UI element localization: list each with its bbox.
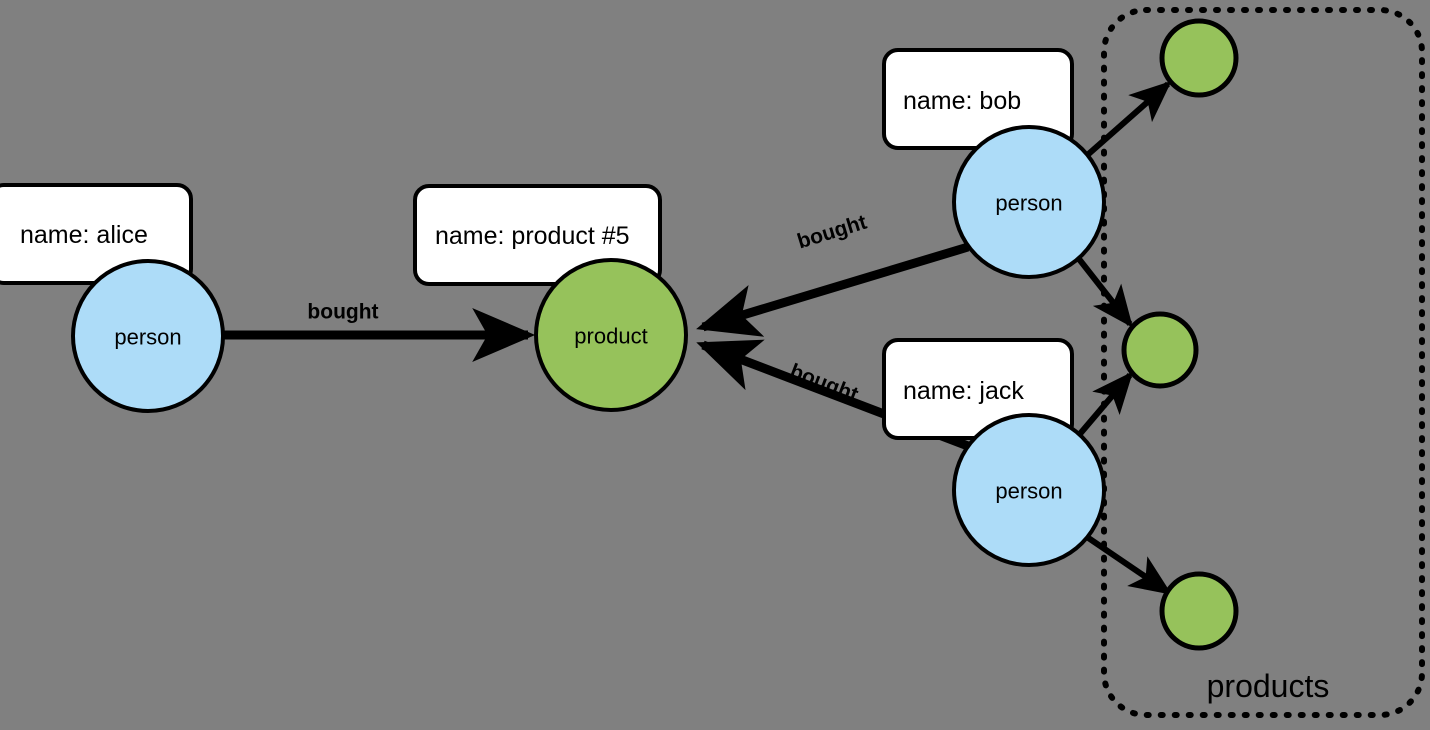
edge-bob-line [696,242,970,337]
node-product-product5-label: product [574,324,647,349]
edge-jack-prod-bottom-line [1082,532,1172,595]
property-box-alice: name: alice [0,183,193,285]
edge-alice-bought: bought [224,301,536,363]
node-person-bob-circle[interactable] [952,125,1106,279]
edge-jack-prod-bottom [1082,532,1172,595]
products-group: products [1101,7,1425,718]
property-box-product5-text: name: product #5 [435,222,630,250]
node-person-jack-label: person [995,479,1062,504]
node-person-bob-label: person [995,191,1062,216]
products-group-label: products [1207,668,1330,704]
edge-bob-prod-mid-line [1076,257,1133,328]
node-product-mid-circle[interactable] [1121,311,1199,389]
node-person-alice-label: person [114,325,181,350]
node-product-bottom-circle[interactable] [1159,571,1239,651]
products-group-border [1101,7,1425,718]
node-product-product5[interactable]: product [534,258,688,412]
edge-bob-prod-mid [1076,257,1133,328]
node-person-jack[interactable]: person [952,413,1106,567]
edge-bob-bought: bought [696,211,970,337]
node-person-alice-circle[interactable] [71,259,225,413]
property-box-bob-text: name: bob [903,87,1021,115]
edge-jack-prod-mid [1076,371,1134,437]
edge-bob-label: bought [795,211,870,254]
node-person-alice[interactable]: person [71,259,225,413]
node-product-bottom[interactable] [1159,571,1239,651]
node-product-top[interactable] [1159,18,1239,98]
node-product-mid[interactable] [1121,311,1199,389]
property-box-bob: name: bob [882,48,1074,150]
node-person-jack-circle[interactable] [952,413,1106,567]
node-product-top-circle[interactable] [1159,18,1239,98]
edge-jack-label: bought [787,360,862,407]
property-box-alice-rect [0,183,193,285]
property-box-alice-text: name: alice [20,221,148,249]
property-box-jack-text: name: jack [903,377,1024,405]
node-person-bob[interactable]: person [952,125,1106,279]
edge-alice-label: bought [307,301,378,324]
node-product-product5-circle[interactable] [534,258,688,412]
edge-jack-prod-mid-line [1076,371,1134,437]
edge-bob-prod-top-line [1082,80,1172,161]
edge-bob-prod-top [1082,80,1172,161]
